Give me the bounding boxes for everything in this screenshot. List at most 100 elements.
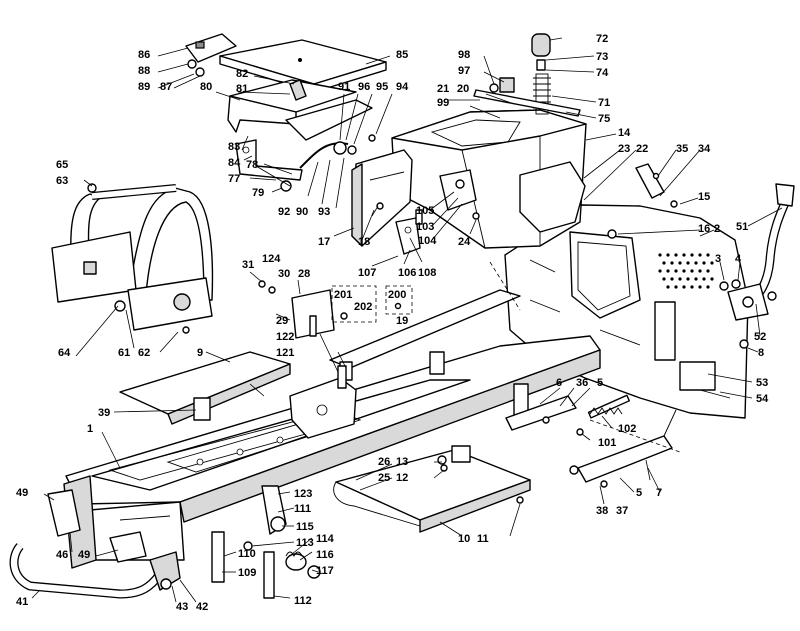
callout-34: 34 [698, 143, 711, 155]
callout-202: 202 [354, 301, 372, 313]
callout-111: 111 [294, 503, 311, 515]
callout-91: 91 [338, 81, 350, 93]
callout-85: 85 [396, 49, 408, 61]
callout-2: 2 [714, 223, 720, 235]
callout-52: 52 [754, 331, 766, 343]
callout-80: 80 [200, 81, 212, 93]
rod-linkage [299, 141, 357, 169]
dashed-reference-line [589, 419, 681, 453]
callout-84: 84 [228, 157, 241, 169]
callout-75: 75 [598, 113, 610, 125]
callout-5b: 5 [636, 487, 642, 499]
callout-29: 29 [276, 315, 288, 327]
callout-117: 117 [316, 565, 334, 577]
callout-17: 17 [318, 236, 330, 248]
callout-107: 107 [358, 267, 376, 279]
callout-49a: 49 [16, 487, 28, 499]
callout-22: 22 [636, 143, 648, 155]
callout-38: 38 [596, 505, 608, 517]
callout-46: 46 [56, 549, 68, 561]
small-hardware [87, 77, 749, 504]
callout-81: 81 [236, 83, 248, 95]
callout-37: 37 [616, 505, 628, 517]
callout-26: 26 [378, 456, 390, 468]
lever-bracket [235, 139, 303, 192]
callout-74: 74 [596, 67, 609, 79]
rear-arm-bracket [505, 394, 677, 483]
leader-lines [31, 37, 783, 603]
callout-108: 108 [418, 267, 436, 279]
callout-105: 105 [416, 205, 434, 217]
callout-200: 200 [388, 289, 406, 301]
callout-42: 42 [196, 601, 208, 613]
footrest-right [333, 445, 531, 533]
callout-65: 65 [56, 159, 68, 171]
callout-15: 15 [698, 191, 710, 203]
callout-62: 62 [138, 347, 150, 359]
callout-49b: 49 [78, 549, 90, 561]
callout-110: 110 [238, 548, 256, 560]
callout-9: 9 [197, 347, 203, 359]
callout-95: 95 [376, 81, 388, 93]
callout-8: 8 [758, 347, 764, 359]
callout-102: 102 [618, 423, 636, 435]
callout-53: 53 [756, 377, 768, 389]
callout-35: 35 [676, 143, 688, 155]
callout-16: 16 [698, 223, 710, 235]
callout-86: 86 [138, 49, 150, 61]
main-chassis [63, 289, 601, 569]
callout-106: 106 [398, 267, 416, 279]
callout-64: 64 [58, 347, 71, 359]
vent-grid [658, 253, 714, 289]
callout-71: 71 [598, 97, 610, 109]
front-tow-bar [9, 489, 181, 599]
small-bracket [395, 169, 477, 255]
dashed-box-200 [385, 285, 413, 315]
callout-28: 28 [298, 268, 310, 280]
callout-25: 25 [378, 472, 390, 484]
steering-column [473, 33, 581, 117]
callout-88: 88 [138, 65, 150, 77]
callout-77: 77 [228, 173, 240, 185]
callout-1: 1 [87, 423, 93, 435]
callout-6: 6 [556, 377, 562, 389]
callout-98: 98 [458, 49, 470, 61]
callout-30: 30 [278, 268, 290, 280]
dashed-reference-line [489, 261, 521, 311]
callout-92: 92 [278, 206, 290, 218]
callout-20: 20 [457, 83, 469, 95]
callout-5a: 5 [597, 377, 603, 389]
callout-123: 123 [294, 488, 312, 500]
callout-114: 114 [316, 533, 335, 545]
front-fork [727, 183, 795, 321]
callout-122: 122 [276, 331, 294, 343]
seat-bracket [227, 79, 373, 141]
callout-73: 73 [596, 51, 608, 63]
callout-36: 36 [576, 377, 588, 389]
mid-plate [258, 280, 335, 339]
callout-83: 83 [228, 141, 240, 153]
callout-54: 54 [756, 393, 769, 405]
footrest-left [119, 351, 291, 425]
callout-4: 4 [735, 253, 742, 265]
central-linkage [289, 365, 357, 439]
callout-7: 7 [656, 487, 662, 499]
callout-97: 97 [458, 65, 470, 77]
callout-94: 94 [396, 81, 409, 93]
callout-18: 18 [358, 236, 370, 248]
callout-116: 116 [316, 549, 334, 561]
callout-11: 11 [477, 533, 489, 545]
callout-78: 78 [246, 159, 258, 171]
callout-19: 19 [396, 315, 408, 327]
callout-63: 63 [56, 175, 68, 187]
callout-87: 87 [160, 81, 172, 93]
callout-72: 72 [596, 33, 608, 45]
callout-14: 14 [618, 127, 631, 139]
front-bumper-frame [51, 184, 214, 331]
callout-41: 41 [16, 596, 28, 608]
callout-39: 39 [98, 407, 110, 419]
dashed-box-201-202 [331, 285, 377, 323]
callout-201: 201 [334, 289, 352, 301]
callout-104: 104 [418, 235, 437, 247]
